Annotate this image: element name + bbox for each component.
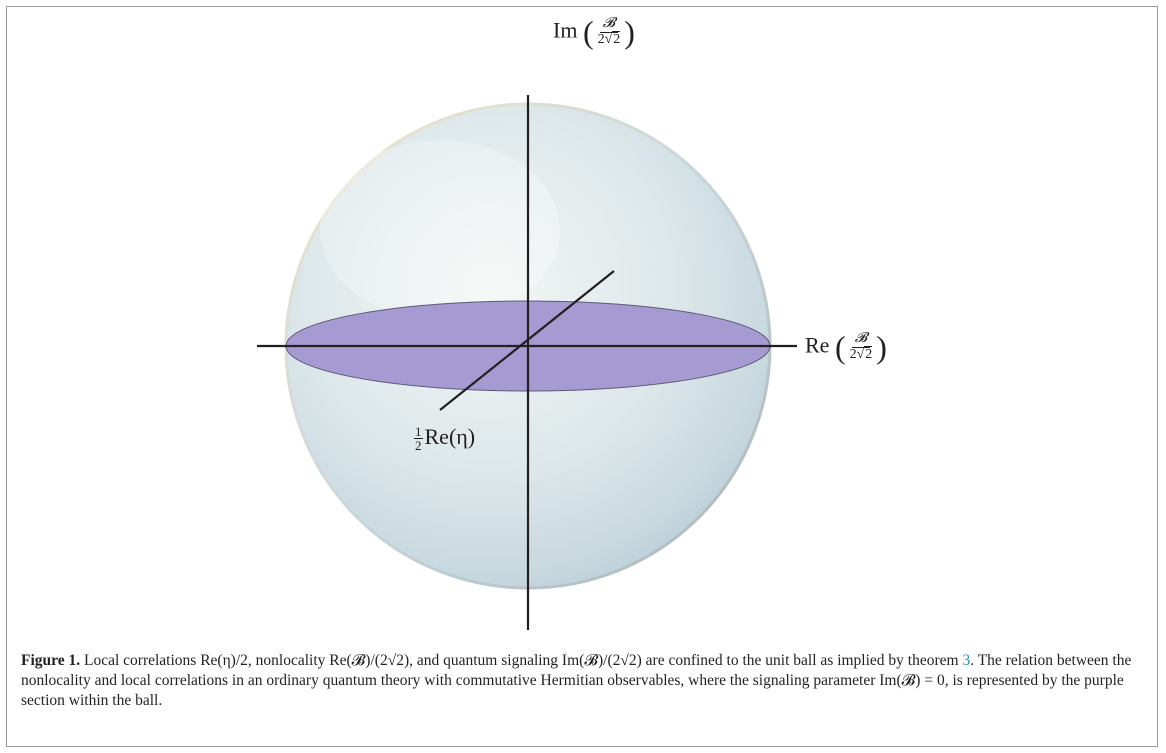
figure-frame bbox=[6, 6, 1158, 747]
figure-label: Figure 1. bbox=[21, 652, 81, 669]
theorem-link[interactable]: 3 bbox=[962, 652, 971, 669]
depth-axis bbox=[439, 270, 615, 411]
caption-text-2: . The relation between the nonlocality a… bbox=[21, 652, 1132, 709]
figure-caption: Figure 1. Local correlations Re(η)/2, no… bbox=[21, 651, 1146, 711]
caption-text-1: Local correlations Re(η)/2, nonlocality … bbox=[80, 652, 963, 669]
unit-ball-figure bbox=[257, 95, 797, 630]
ball-highlight bbox=[320, 140, 560, 320]
